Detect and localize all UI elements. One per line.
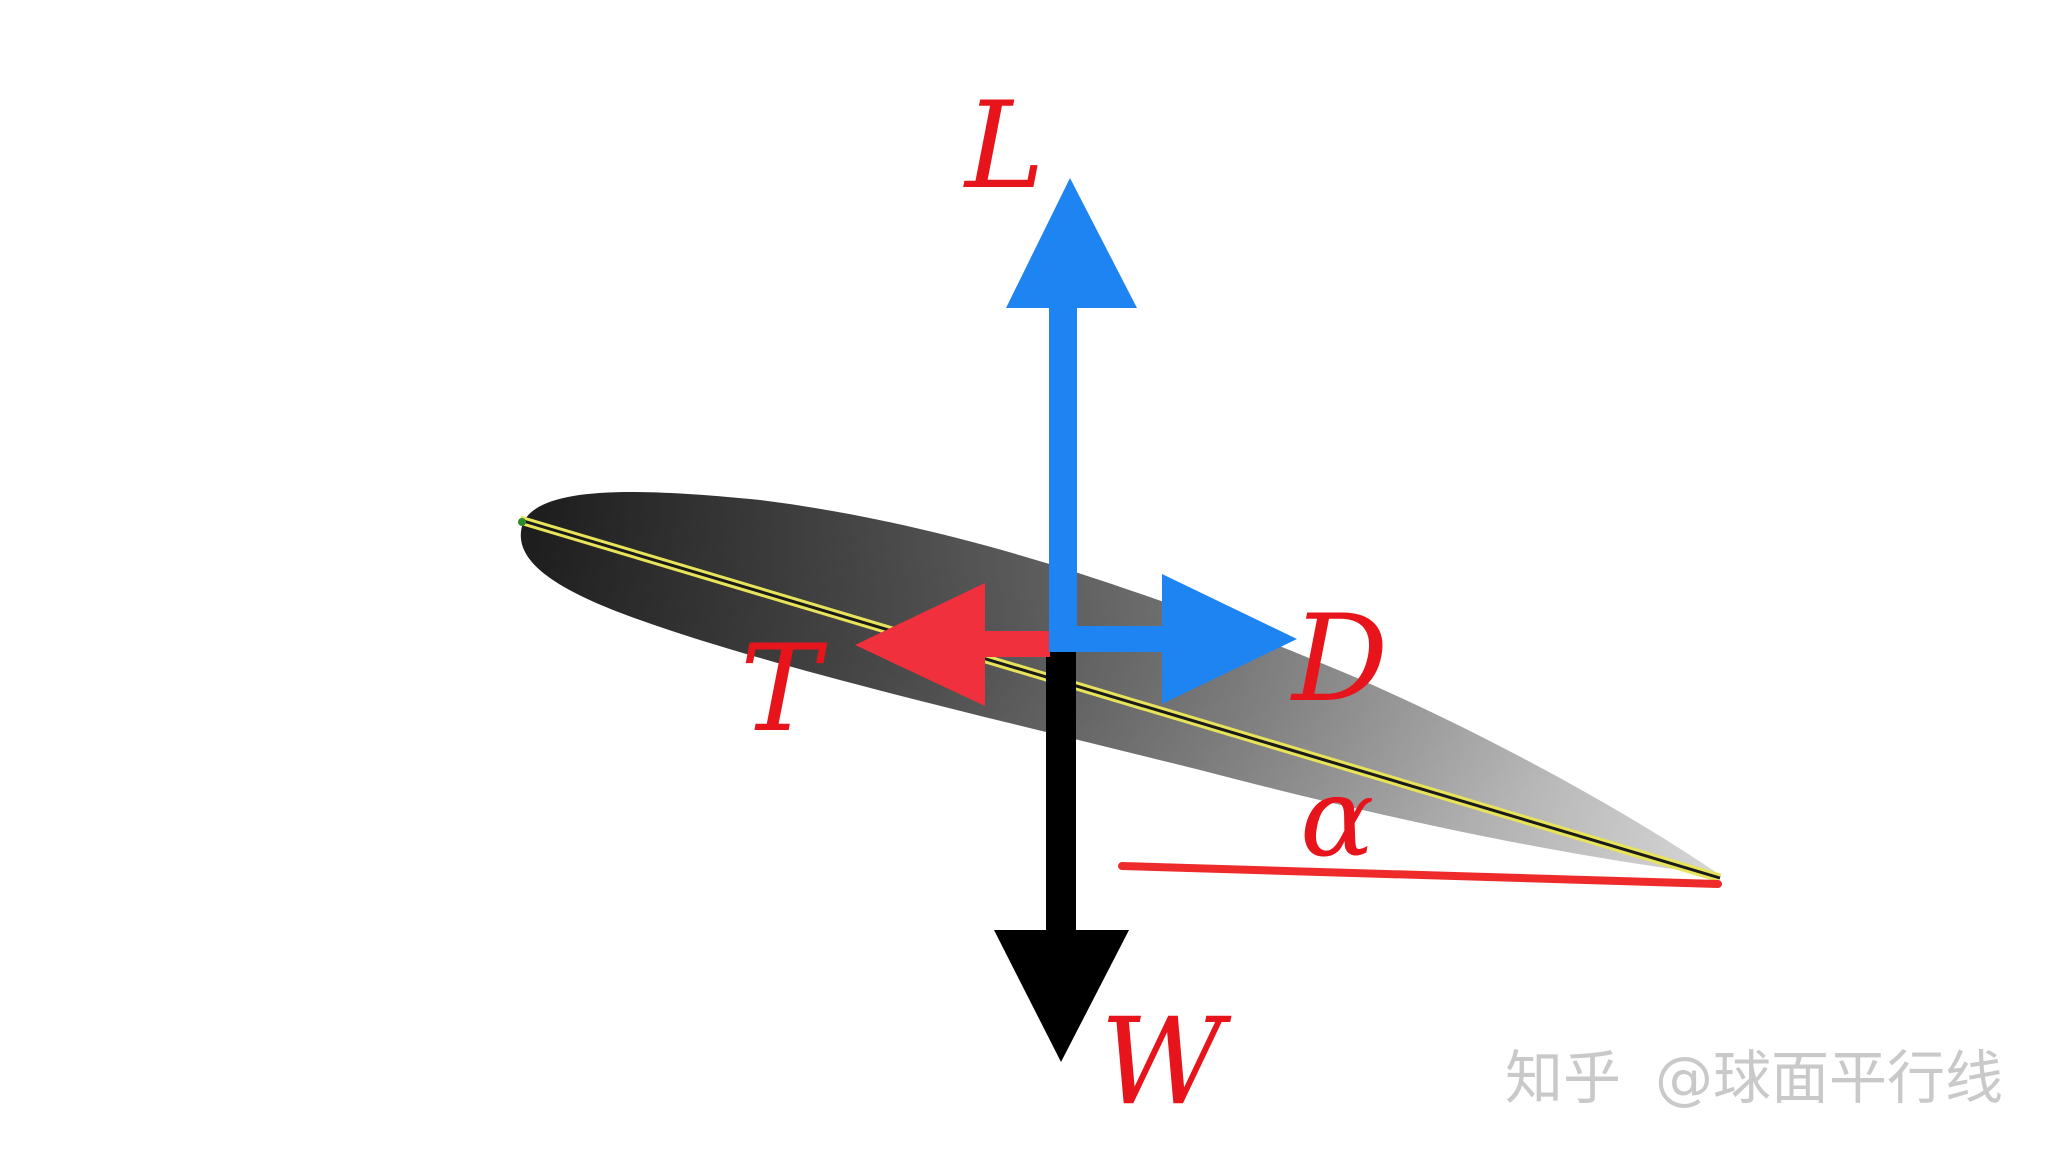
lift-label: L (963, 77, 1045, 216)
leading-edge-point (518, 518, 526, 526)
weight-arrow (994, 648, 1129, 1062)
weight-label: W (1100, 993, 1232, 1132)
airfoil (520, 491, 1721, 875)
lift-arrow-shaft (1049, 300, 1077, 652)
watermark-author: @球面平行线 (1655, 1044, 2003, 1112)
drag-arrow-head (1162, 574, 1297, 704)
thrust-arrow-head (855, 583, 985, 706)
horizontal-reference-line (1118, 862, 1722, 888)
weight-arrow-head (994, 930, 1129, 1062)
airfoil-shading (520, 491, 1721, 875)
weight-arrow-shaft (1046, 648, 1076, 938)
lift-arrow (1006, 178, 1137, 652)
thrust-label: T (740, 620, 828, 759)
drag-label: D (1290, 590, 1388, 729)
lift-arrow-head (1006, 178, 1137, 308)
drag-arrow-shaft (1050, 626, 1175, 652)
watermark-site: 知乎 (1505, 1044, 1621, 1112)
drag-arrow (1050, 574, 1297, 704)
angle-of-attack-label: α (1300, 753, 1374, 881)
chord-line-inner (519, 518, 1721, 880)
thrust-arrow (855, 583, 1050, 706)
